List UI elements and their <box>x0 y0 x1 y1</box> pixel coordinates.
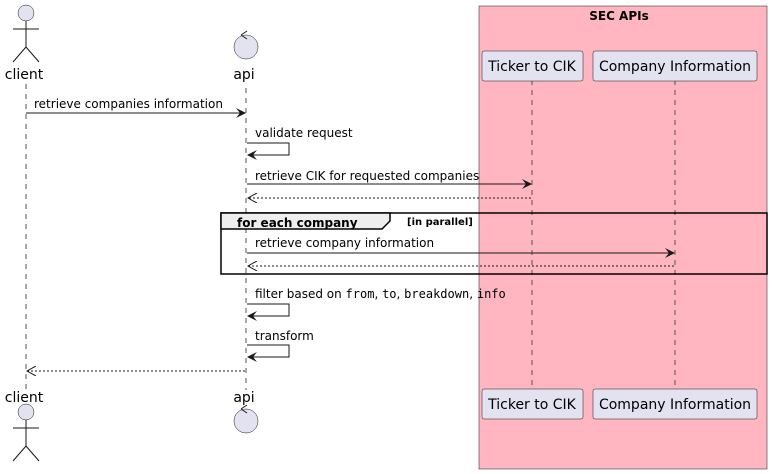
api-control-top: api <box>233 30 259 83</box>
api-control-bottom: api <box>233 390 259 434</box>
client-actor-top: client <box>5 4 44 83</box>
api-label-bottom: api <box>233 390 254 406</box>
fragment-title: for each company <box>237 216 358 230</box>
svg-text:retrieve companies information: retrieve companies information <box>34 97 223 111</box>
svg-text:retrieve company information: retrieve company information <box>255 236 434 250</box>
company-box-top: Company Information <box>592 50 758 82</box>
actor-icon <box>12 4 40 63</box>
control-icon <box>233 30 259 60</box>
company-box-bottom: Company Information <box>592 388 758 420</box>
svg-text:retrieve CIK for requested com: retrieve CIK for requested companies <box>255 169 479 183</box>
message-retrieve-companies: retrieve companies information <box>26 97 246 118</box>
message-validate-request: validate request <box>247 126 353 160</box>
svg-text:filter based on from, to, brea: filter based on from, to, breakdown, inf… <box>255 287 506 301</box>
message-filter: filter based on from, to, breakdown, inf… <box>247 287 506 321</box>
message-transform: transform <box>247 329 314 362</box>
ticker-box-top: Ticker to CIK <box>481 50 584 82</box>
client-actor-bottom: client <box>5 390 44 462</box>
client-label-bottom: client <box>5 390 44 406</box>
ticker-box-bottom: Ticker to CIK <box>481 388 584 420</box>
control-icon <box>233 404 259 434</box>
ticker-label-top: Ticker to CIK <box>487 59 577 75</box>
sec-apis-title: SEC APIs <box>589 9 649 23</box>
ticker-label-bottom: Ticker to CIK <box>487 397 577 413</box>
api-label-top: api <box>233 67 254 83</box>
company-label-top: Company Information <box>599 59 751 75</box>
svg-text:validate request: validate request <box>255 126 353 140</box>
company-label-bottom: Company Information <box>599 397 751 413</box>
actor-icon <box>12 403 40 462</box>
fragment-condition: [in parallel] <box>407 217 473 228</box>
client-label-top: client <box>5 67 44 83</box>
message-retrieve-company-info: retrieve company information <box>247 236 675 258</box>
svg-text:transform: transform <box>255 329 314 343</box>
parallel-fragment: for each company [in parallel] <box>220 212 768 275</box>
message-retrieve-cik: retrieve CIK for requested companies <box>247 169 532 189</box>
